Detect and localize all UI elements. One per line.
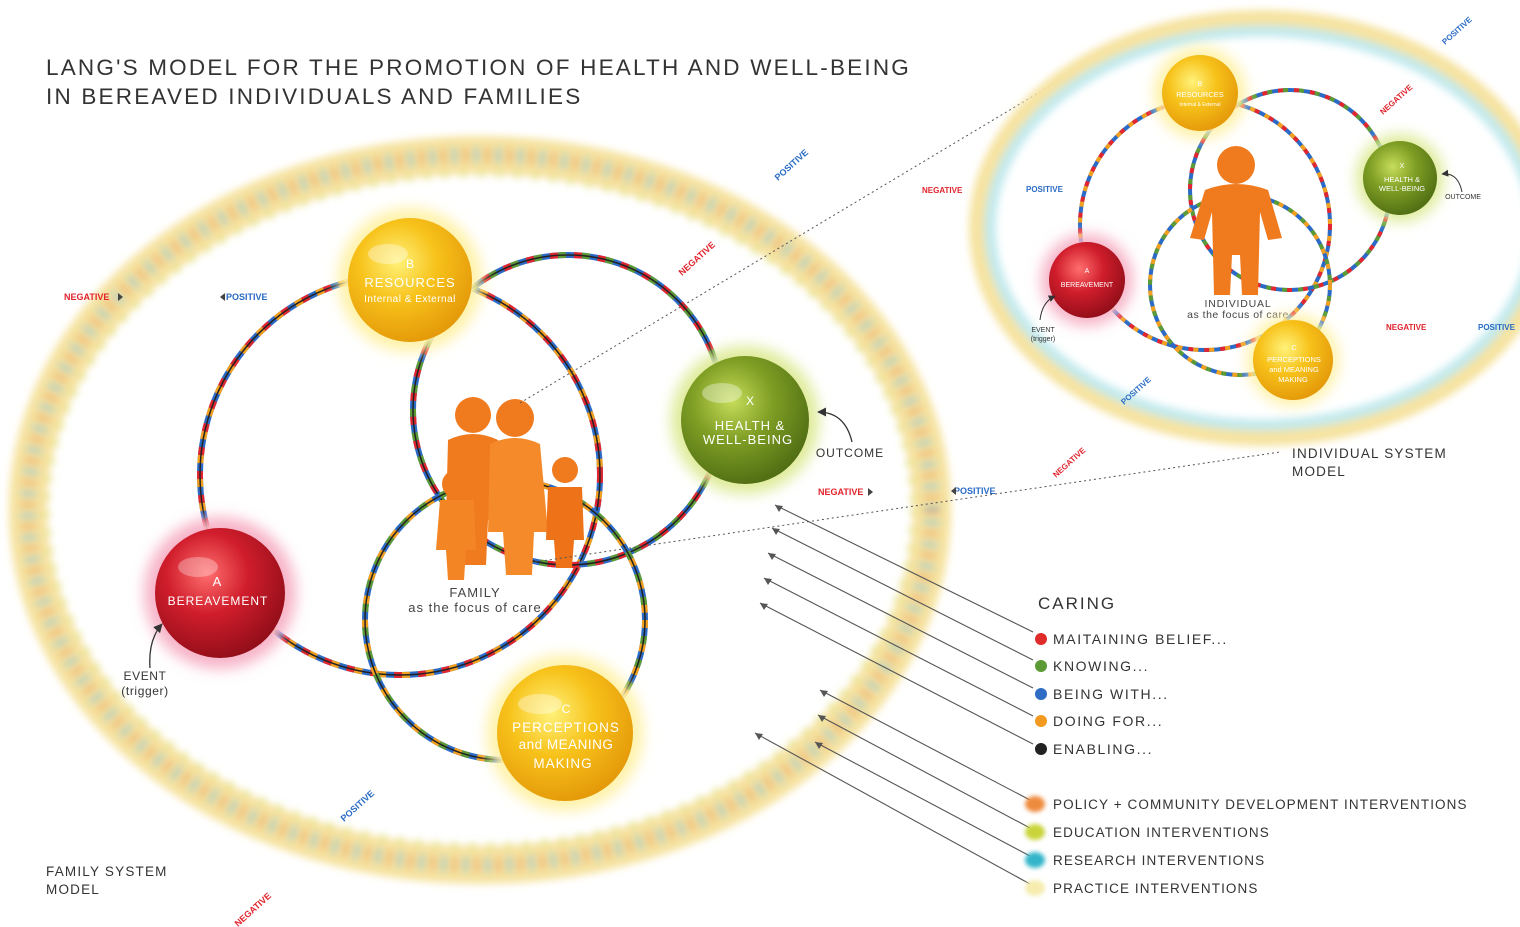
svg-text:NEGATIVE: NEGATIVE bbox=[922, 186, 963, 195]
svg-text:and MEANING: and MEANING bbox=[519, 737, 614, 752]
svg-text:HEALTH &: HEALTH & bbox=[715, 418, 786, 433]
svg-text:and MEANING: and MEANING bbox=[1269, 365, 1319, 374]
policy-swatch-icon bbox=[1025, 796, 1045, 812]
individual-event-label: EVENT bbox=[1031, 327, 1055, 334]
individual-outcome-label: OUTCOME bbox=[1445, 194, 1481, 201]
caring-item: DOING FOR... bbox=[1035, 708, 1228, 736]
family-figure-icon bbox=[436, 397, 584, 580]
research-swatch-icon bbox=[1025, 852, 1045, 868]
svg-text:Internal & External: Internal & External bbox=[1179, 102, 1220, 108]
svg-text:POSITIVE: POSITIVE bbox=[1478, 323, 1516, 332]
individual-node-perceptions: C PERCEPTIONS and MEANING MAKING bbox=[1247, 314, 1339, 406]
individual-system-caption: INDIVIDUAL SYSTEM MODEL bbox=[1292, 446, 1447, 479]
practice-swatch-icon bbox=[1025, 880, 1045, 896]
svg-text:A: A bbox=[1085, 268, 1090, 275]
family-node-resources: B RESOURCES Internal & External bbox=[338, 208, 482, 352]
individual-event-sub: (trigger) bbox=[1031, 336, 1056, 343]
family-negative-bottom: NEGATIVE bbox=[233, 891, 273, 927]
svg-text:C: C bbox=[562, 702, 571, 716]
svg-text:NEGATIVE: NEGATIVE bbox=[1386, 323, 1427, 332]
svg-text:Internal & External: Internal & External bbox=[364, 294, 456, 305]
individual-node-resources: B RESOURCES Internal & External bbox=[1154, 47, 1246, 139]
svg-text:X: X bbox=[746, 394, 754, 408]
svg-text:RESOURCES: RESOURCES bbox=[1176, 90, 1224, 99]
svg-text:RESOURCES: RESOURCES bbox=[364, 275, 455, 290]
svg-text:BEREAVEMENT: BEREAVEMENT bbox=[1061, 282, 1114, 289]
individual-event-arrow bbox=[1039, 295, 1056, 321]
family-negative-right: NEGATIVE bbox=[818, 487, 863, 497]
svg-text:PERCEPTIONS: PERCEPTIONS bbox=[1267, 355, 1321, 364]
svg-text:POSITIVE: POSITIVE bbox=[1026, 185, 1064, 194]
education-swatch-icon bbox=[1025, 824, 1045, 840]
svg-text:MAKING: MAKING bbox=[1278, 375, 1308, 384]
family-node-health-wellbeing: X HEALTH & WELL-BEING bbox=[671, 346, 819, 494]
interventions-legend: POLICY + COMMUNITY DEVELOPMENT INTERVENT… bbox=[1025, 790, 1468, 902]
individual-system-model: INDIVIDUAL as the focus of care B RESOUR… bbox=[922, 10, 1520, 479]
family-node-bereavement: A BEREAVEMENT bbox=[144, 517, 296, 669]
red-dot-icon bbox=[1035, 632, 1047, 645]
family-positive-left: POSITIVE bbox=[226, 292, 268, 302]
individual-node-health-wellbeing: X HEALTH & WELL-BEING bbox=[1356, 134, 1444, 222]
svg-text:NEGATIVE: NEGATIVE bbox=[1051, 445, 1087, 479]
green-dot-icon bbox=[1035, 660, 1047, 673]
outcome-arrow bbox=[817, 407, 853, 443]
family-system-model: FAMILY as the focus of care B RESOURCES … bbox=[9, 136, 996, 927]
intervention-item: PRACTICE INTERVENTIONS bbox=[1025, 874, 1468, 902]
outcome-label: OUTCOME bbox=[816, 446, 884, 460]
svg-text:X: X bbox=[1400, 163, 1405, 170]
individual-node-bereavement: A BEREAVEMENT bbox=[1041, 234, 1133, 326]
caring-legend: CARING MAITAINING BELIEF... KNOWING... B… bbox=[1035, 594, 1228, 763]
caring-item: BEING WITH... bbox=[1035, 680, 1228, 708]
svg-text:POSITIVE: POSITIVE bbox=[1440, 15, 1474, 47]
event-arrow bbox=[149, 623, 163, 669]
legend-connector-lines bbox=[754, 504, 1034, 885]
family-positive-right: POSITIVE bbox=[954, 486, 996, 496]
caring-item: ENABLING... bbox=[1035, 735, 1228, 763]
zoom-connector-lines bbox=[519, 61, 1281, 563]
svg-text:PERCEPTIONS: PERCEPTIONS bbox=[512, 720, 620, 735]
event-label: EVENT bbox=[123, 669, 166, 683]
intervention-item: RESEARCH INTERVENTIONS bbox=[1025, 846, 1468, 874]
family-focus-sub: as the focus of care bbox=[408, 600, 541, 615]
black-dot-icon bbox=[1035, 742, 1047, 755]
caring-heading: CARING bbox=[1038, 594, 1117, 613]
individual-figure-icon bbox=[1190, 146, 1282, 295]
intervention-item: EDUCATION INTERVENTIONS bbox=[1025, 818, 1468, 846]
family-focus-title: FAMILY bbox=[449, 585, 500, 600]
individual-focus-title: INDIVIDUAL bbox=[1205, 298, 1272, 310]
orange-dot-icon bbox=[1035, 715, 1047, 728]
family-outer-ring bbox=[9, 136, 951, 884]
svg-text:WELL-BEING: WELL-BEING bbox=[703, 432, 793, 447]
individual-focus-sub: as the focus of care bbox=[1187, 309, 1289, 321]
svg-text:WELL-BEING: WELL-BEING bbox=[1379, 184, 1425, 193]
family-negative-left: NEGATIVE bbox=[64, 292, 109, 302]
svg-text:MAKING: MAKING bbox=[533, 756, 592, 771]
intervention-item: POLICY + COMMUNITY DEVELOPMENT INTERVENT… bbox=[1025, 790, 1468, 818]
caring-item: MAITAINING BELIEF... bbox=[1035, 625, 1228, 653]
svg-text:BEREAVEMENT: BEREAVEMENT bbox=[168, 594, 269, 608]
svg-text:A: A bbox=[213, 574, 222, 589]
caring-item: KNOWING... bbox=[1035, 653, 1228, 681]
blue-dot-icon bbox=[1035, 687, 1047, 700]
svg-text:B: B bbox=[1198, 81, 1203, 88]
family-positive-top: POSITIVE bbox=[773, 147, 811, 182]
svg-text:C: C bbox=[1291, 345, 1296, 352]
page-title: LANG'S MODEL FOR THE PROMOTION OF HEALTH… bbox=[46, 55, 911, 109]
family-node-perceptions: C PERCEPTIONS and MEANING MAKING bbox=[487, 655, 643, 811]
individual-outer-ring bbox=[969, 10, 1520, 446]
family-positive-bottom: POSITIVE bbox=[339, 788, 377, 823]
svg-text:NEGATIVE: NEGATIVE bbox=[1378, 82, 1414, 116]
svg-text:HEALTH &: HEALTH & bbox=[1384, 175, 1420, 184]
individual-outcome-arrow bbox=[1441, 169, 1463, 193]
svg-text:B: B bbox=[406, 257, 414, 271]
family-system-caption: FAMILY SYSTEM MODEL bbox=[46, 864, 168, 897]
event-sub: (trigger) bbox=[121, 684, 168, 698]
family-negative-top: NEGATIVE bbox=[677, 240, 717, 278]
